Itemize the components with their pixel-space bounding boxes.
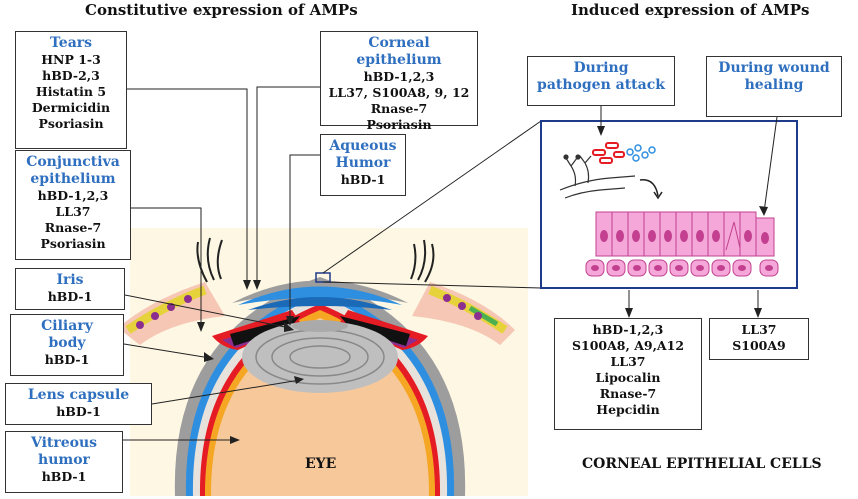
- corneal-cells-label: CORNEAL EPITHELIAL CELLS: [582, 456, 822, 472]
- lens-capsule-box: Lens capsule hBD-1: [5, 383, 152, 425]
- induced-pathogen-item: Rnase-7: [599, 386, 657, 401]
- aqueous-humor-box: Aqueous Humor hBD-1: [320, 134, 406, 196]
- iris-title: Iris: [56, 272, 84, 288]
- induced-wound-item: LL37: [741, 322, 777, 337]
- tears-item: Psoriasin: [38, 116, 104, 131]
- tears-item: Dermicidin: [31, 100, 111, 115]
- constitutive-heading: Constitutive expression of AMPs: [85, 1, 358, 19]
- ciliary-title-line1: Ciliary: [41, 318, 93, 334]
- corneal-title: Corneal epithelium: [356, 35, 442, 68]
- tears-item: hBD-2,3: [42, 68, 100, 83]
- corneal-epithelium-box: Corneal epithelium hBD-1,2,3 LL37, S100A…: [320, 31, 478, 132]
- tears-item: HNP 1-3: [41, 52, 101, 67]
- conjunctiva-item: LL37: [55, 204, 91, 219]
- induced-wound-item: S100A9: [732, 338, 786, 353]
- conjunctiva-item: hBD-1,2,3: [37, 188, 109, 203]
- conjunctiva-title-line2: epithelium: [30, 171, 116, 187]
- ciliary-title-line2: body: [48, 335, 86, 351]
- wound-title-line2: healing: [744, 77, 804, 93]
- corneal-item: Psoriasin: [366, 117, 432, 132]
- tears-box: Tears HNP 1-3 hBD-2,3 Histatin 5 Dermici…: [15, 31, 127, 149]
- pathogen-title-line1: During: [573, 60, 629, 76]
- aqueous-item: hBD-1: [340, 172, 386, 187]
- left-conjunctiva-band: [125, 285, 207, 334]
- lens-title: Lens capsule: [27, 387, 130, 403]
- conjunctiva-title-line1: Conjunctiva: [26, 154, 120, 170]
- wound-healing-box: During wound healing: [706, 56, 842, 117]
- induced-pathogen-item: Lipocalin: [595, 370, 661, 385]
- ciliary-item: hBD-1: [44, 352, 90, 367]
- lens-item: hBD-1: [56, 404, 101, 419]
- vitreous-title-line1: Vitreous: [30, 435, 98, 451]
- induced-heading: Induced expression of AMPs: [571, 1, 810, 19]
- connector-lines: [123, 86, 778, 441]
- right-conjunctiva-band: [428, 285, 508, 334]
- columnar-epithelial-cells: [595, 211, 775, 257]
- induced-pathogen-item: Hepcidin: [596, 402, 660, 417]
- aqueous-title-line1: Aqueous: [329, 138, 397, 154]
- iris-box: Iris hBD-1: [15, 268, 125, 310]
- eye-label: EYE: [305, 456, 337, 472]
- vitreous-humor-box: Vitreous humor hBD-1: [5, 431, 123, 493]
- corneal-item: hBD-1,2,3: [363, 69, 435, 84]
- tears-title: Tears: [49, 35, 93, 51]
- induced-wound-amps-box: LL37 S100A9: [709, 318, 809, 360]
- conjunctiva-box: Conjunctiva epithelium hBD-1,2,3 LL37 Rn…: [15, 150, 131, 260]
- induced-pathogen-item: LL37: [610, 354, 646, 369]
- iris-item: hBD-1: [47, 289, 93, 304]
- corneal-item: LL37, S100A8, 9, 12: [328, 85, 470, 100]
- tears-item: Histatin 5: [35, 84, 107, 99]
- wound-title-line1: During wound: [718, 60, 830, 76]
- conjunctiva-item: Psoriasin: [40, 236, 106, 251]
- ciliary-body-box: Ciliary body hBD-1: [10, 314, 124, 376]
- corneal-item: Rnase-7: [370, 101, 428, 116]
- vitreous-item: hBD-1: [41, 469, 87, 484]
- pathogen-title-line2: pathogen attack: [537, 77, 665, 93]
- fungus-icon: [559, 154, 636, 199]
- virus-icon: [626, 144, 656, 162]
- induced-pathogen-item: S100A8, A9,A12: [571, 338, 685, 353]
- induced-pathogen-amps-box: hBD-1,2,3 S100A8, A9,A12 LL37 Lipocalin …: [554, 318, 702, 430]
- zoom-panel: [540, 120, 798, 289]
- conjunctiva-item: Rnase-7: [44, 220, 102, 235]
- induced-pathogen-item: hBD-1,2,3: [592, 322, 664, 337]
- lens: [242, 321, 398, 393]
- pathogen-attack-box: During pathogen attack: [527, 56, 675, 106]
- bacteria-icon: [592, 142, 625, 164]
- vitreous-title-line2: humor: [38, 452, 90, 468]
- arrow-heads: [197, 126, 768, 444]
- left-eyelid: [118, 282, 225, 345]
- aqueous-title-line2: Humor: [335, 155, 391, 171]
- cornea-blue: [238, 286, 402, 305]
